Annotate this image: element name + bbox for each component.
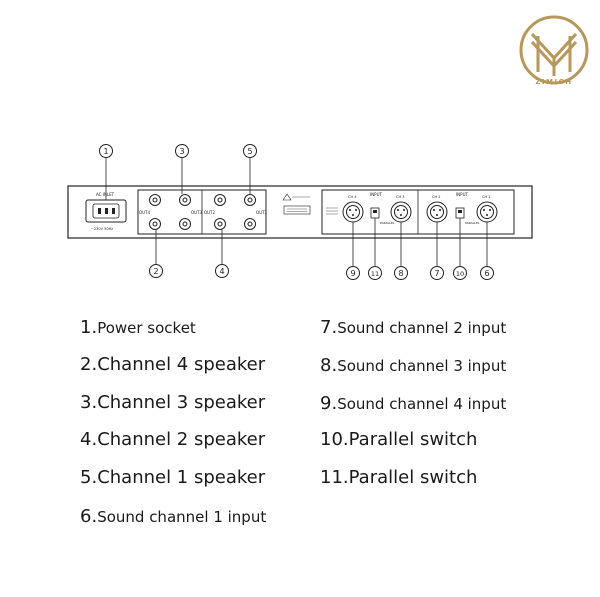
legend-item-6: 6.Sound channel 1 input bbox=[80, 506, 266, 527]
legend-text: Sound channel 3 input bbox=[337, 357, 507, 375]
legend-text: Channel 1 speaker bbox=[97, 467, 266, 488]
legend-num: 4. bbox=[80, 429, 98, 450]
legend-num: 5. bbox=[80, 467, 98, 488]
legend-text: Channel 2 speaker bbox=[97, 429, 266, 450]
legend-item-11: 11.Parallel switch bbox=[320, 467, 477, 488]
brand-logo-icon bbox=[519, 15, 589, 85]
callout-7: 7 bbox=[434, 269, 439, 278]
legend-num: 9. bbox=[320, 393, 338, 414]
legend-num: 3. bbox=[80, 392, 98, 413]
callout-3: 3 bbox=[179, 147, 184, 156]
legend-item-1: 1.Power socket bbox=[80, 317, 196, 338]
ch-label-2: CH 2 bbox=[432, 195, 440, 199]
legend-text: Sound channel 2 input bbox=[337, 319, 507, 337]
legend-text: Sound channel 4 input bbox=[337, 395, 507, 413]
legend-item-4: 4.Channel 2 speaker bbox=[80, 429, 265, 450]
parallel-label-left: PARALLEL bbox=[380, 221, 395, 225]
legend-text: Parallel switch bbox=[348, 429, 478, 450]
binding-posts bbox=[149, 194, 256, 230]
legend-text: Channel 4 speaker bbox=[97, 354, 266, 375]
input-label-right: INPUT bbox=[456, 192, 469, 197]
ac-inlet-label: AC INLET bbox=[96, 192, 115, 197]
warning-label bbox=[283, 205, 311, 215]
legend-num: 11. bbox=[320, 467, 349, 488]
out-label-4: OUT4 bbox=[139, 210, 151, 215]
legend-item-3: 3.Channel 3 speaker bbox=[80, 392, 265, 413]
callout-6: 6 bbox=[484, 269, 489, 278]
brand-logo-text: ZIMICH bbox=[535, 78, 573, 86]
callout-5: 5 bbox=[247, 147, 252, 156]
legend-num: 2. bbox=[80, 354, 98, 375]
ch-label-3: CH 3 bbox=[396, 195, 404, 199]
warning-triangle-icon bbox=[282, 193, 292, 201]
ch-label-1: CH 1 bbox=[482, 195, 490, 199]
legend-num: 10. bbox=[320, 429, 349, 450]
callout-9: 9 bbox=[350, 269, 355, 278]
callout-8: 8 bbox=[398, 269, 403, 278]
legend-item-2: 2.Channel 4 speaker bbox=[80, 354, 265, 375]
legend-item-9: 9.Sound channel 4 input bbox=[320, 393, 506, 414]
ch-label-4: CH 4 bbox=[348, 195, 357, 199]
callout-11: 11 bbox=[371, 270, 379, 278]
legend-item-10: 10.Parallel switch bbox=[320, 429, 477, 450]
legend-item-8: 8.Sound channel 3 input bbox=[320, 355, 506, 376]
out-label-1: OUT1 bbox=[256, 210, 268, 215]
legend-num: 6. bbox=[80, 506, 98, 527]
legend-num: 1. bbox=[80, 317, 98, 338]
out-label-2: OUT2 bbox=[204, 210, 216, 215]
callout-1: 1 bbox=[103, 147, 108, 156]
callout-4: 4 bbox=[219, 267, 224, 276]
callout-2: 2 bbox=[153, 267, 158, 276]
legend-num: 7. bbox=[320, 317, 338, 338]
rear-panel-diagram: AC INLET ~230V 50Hz OUT4 OUT3 OUT2 OUT1 bbox=[67, 144, 533, 280]
parallel-label-right: PARALLEL bbox=[465, 221, 480, 225]
legend-text: Sound channel 1 input bbox=[97, 508, 267, 526]
legend-item-7: 7.Sound channel 2 input bbox=[320, 317, 506, 338]
legend-text: Channel 3 speaker bbox=[97, 392, 266, 413]
legend-text: Parallel switch bbox=[348, 467, 478, 488]
out-label-3: OUT3 bbox=[191, 210, 203, 215]
ac-inlet-sub: ~230V 50Hz bbox=[91, 227, 113, 231]
legend-text: Power socket bbox=[97, 319, 196, 337]
legend-item-5: 5.Channel 1 speaker bbox=[80, 467, 265, 488]
callout-10: 10 bbox=[456, 270, 464, 278]
legend-num: 8. bbox=[320, 355, 338, 376]
input-label-left: INPUT bbox=[370, 192, 383, 197]
xlr-connectors bbox=[342, 201, 498, 223]
chassis bbox=[67, 185, 533, 239]
